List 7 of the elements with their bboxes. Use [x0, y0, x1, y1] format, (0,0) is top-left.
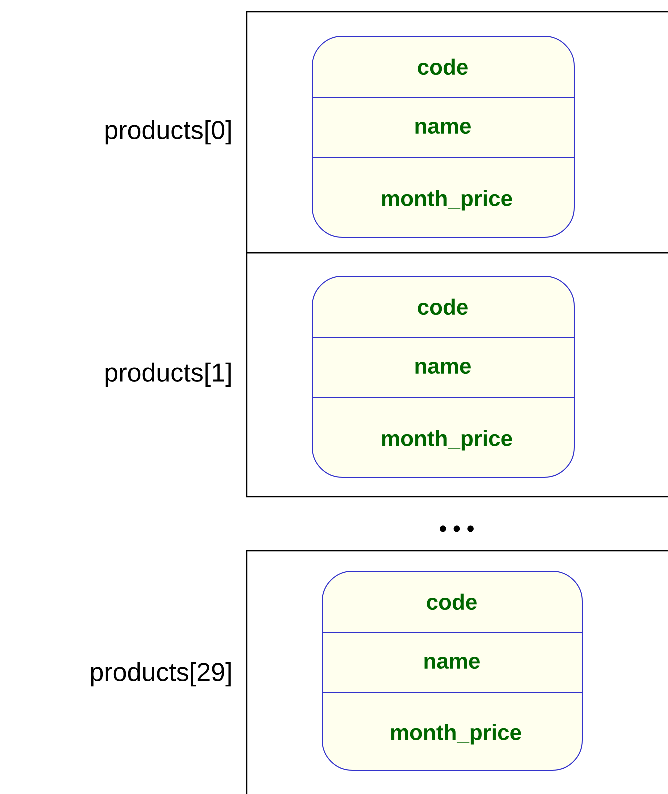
record-box: code name month_price — [312, 36, 575, 238]
node-label: products[29] — [91, 662, 231, 687]
node-label: products[0] — [106, 120, 231, 145]
node-label: products[1] — [106, 362, 231, 388]
ellipsis: • • • — [440, 526, 474, 532]
record-box: code name month_price — [322, 571, 583, 771]
record-box: code name month_price — [312, 276, 575, 478]
